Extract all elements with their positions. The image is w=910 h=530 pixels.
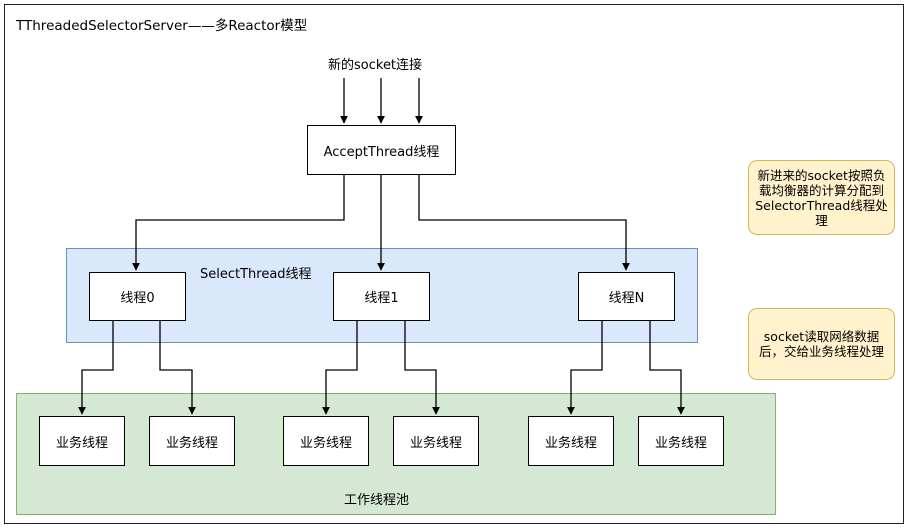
select-thread-zone-label: SelectThread线程: [200, 267, 312, 282]
threadN-to-worker5-arrow: [567, 320, 603, 415]
load-balance-note: 新进来的socket按照负载均衡器的计算分配到SelectorThread线程处…: [748, 160, 895, 235]
selector-thread-0-box: 线程0: [89, 272, 186, 321]
threadN-to-worker6-arrow: [649, 320, 685, 415]
diagram-title: TThreadedSelectorServer——多Reactor模型: [16, 18, 308, 34]
worker-thread-box: 业务线程: [149, 416, 235, 466]
worker-pool-zone-label: 工作线程池: [344, 493, 410, 508]
worker-thread-box: 业务线程: [283, 416, 369, 466]
accept-to-thread0-arrow: [132, 175, 345, 271]
worker-thread-box: 业务线程: [638, 416, 724, 466]
accept-thread-box: AcceptThread线程: [307, 125, 456, 175]
thread1-to-worker4-arrow: [404, 320, 440, 415]
incoming-connections-label: 新的socket连接: [328, 58, 423, 73]
thread0-to-worker1-arrow: [78, 320, 114, 415]
worker-thread-box: 业务线程: [528, 416, 614, 466]
worker-thread-box: 业务线程: [39, 416, 125, 466]
business-dispatch-note: socket读取网络数据后，交给业务线程处理: [748, 308, 895, 380]
selector-thread-1-box: 线程1: [333, 272, 430, 321]
worker-thread-box: 业务线程: [393, 416, 479, 466]
thread0-to-worker2-arrow: [159, 320, 196, 415]
accept-to-threadN-arrow: [418, 175, 630, 271]
selector-thread-n-box: 线程N: [578, 272, 675, 321]
thread1-to-worker3-arrow: [322, 320, 358, 415]
